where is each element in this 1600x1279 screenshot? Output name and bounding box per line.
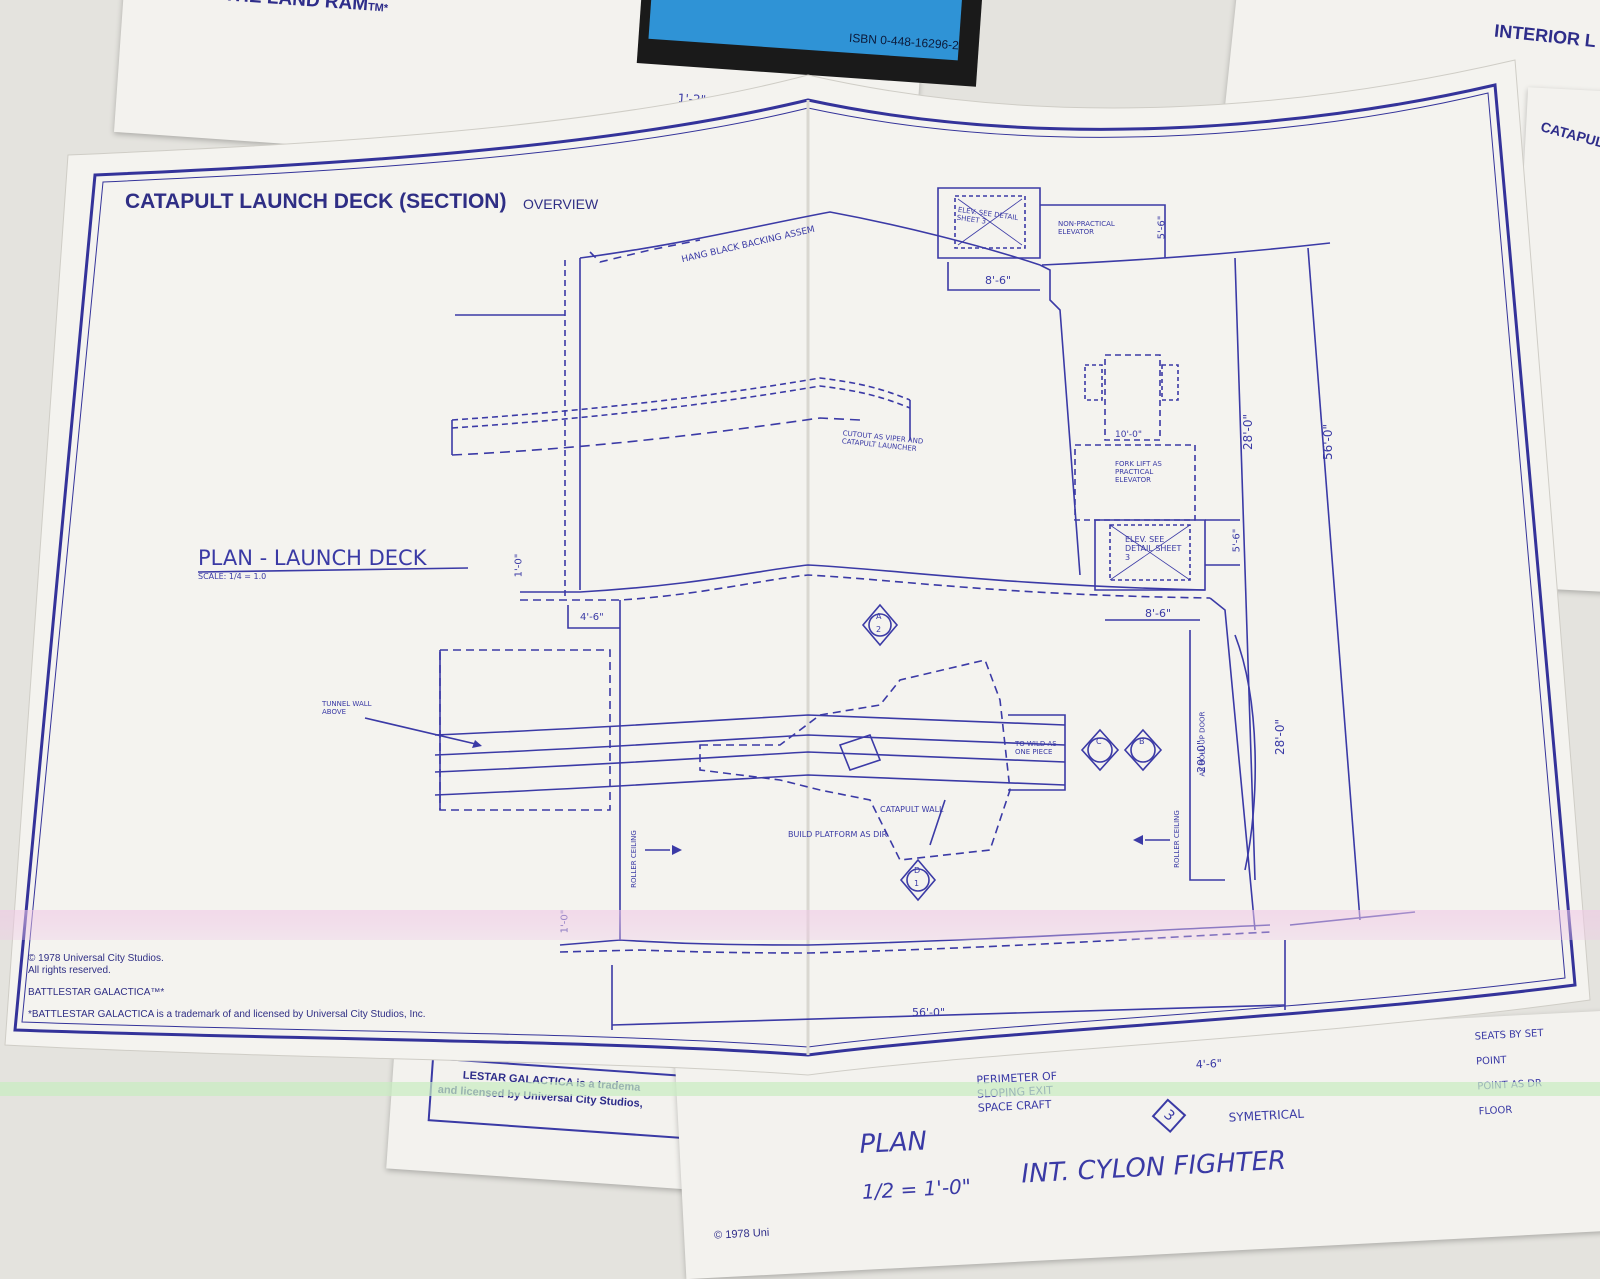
section-marker-a-num: 2 <box>876 625 882 634</box>
main-blueprint-sheet: CATAPULT LAUNCH DECK (SECTION) OVERVIEW … <box>4 59 1591 1076</box>
copyright-line-2: All rights reserved. <box>28 965 111 976</box>
tunnel-wall-note: TUNNEL WALL ABOVE <box>322 700 372 716</box>
plan-title: PLAN - LAUNCH DECK <box>198 546 427 570</box>
cylon-copyright: © 1978 Uni <box>713 1226 770 1242</box>
fork-lift-note: FORK LIFT AS PRACTICAL ELEVATOR <box>1115 460 1162 484</box>
trademark-line: *BATTLESTAR GALACTICA is a trademark of … <box>28 1009 426 1020</box>
dim-5-6-top: 5'-6" <box>1156 215 1168 240</box>
main-sheet-drawing <box>4 59 1591 1076</box>
section-marker-c: C <box>1096 737 1102 746</box>
dim-1-0-lower: 1'-0" <box>559 909 571 934</box>
build-platform-note: BUILD PLATFORM AS DIR. <box>788 830 890 839</box>
section-marker-b: B <box>1139 737 1145 746</box>
roller-ceiling-left: ROLLER CEILING <box>629 830 638 888</box>
roller-ceiling-right: ROLLER CEILING <box>1172 810 1181 868</box>
dim-8-6-top: 8'-6" <box>985 274 1012 287</box>
dim-28-0-upper: 28'-0" <box>1241 413 1256 451</box>
roll-up-door-note: AS ROLL-UP DOOR <box>1198 711 1207 777</box>
dim-56-0-horizontal: 56'-0" <box>912 1006 946 1019</box>
section-marker-d-num: 1 <box>914 879 920 888</box>
dim-56-0-vertical: 56'-0" <box>1321 423 1336 461</box>
dim-1-0-upper: 1'-0" <box>513 553 525 578</box>
non-practical-note: NON-PRACTICAL ELEVATOR <box>1058 220 1115 236</box>
to-wild-note: TO WILD AS ONE PIECE <box>1015 740 1057 756</box>
catapult-wall-note: CATAPULT WALL <box>880 805 944 814</box>
dim-10-0: 10'-0" <box>1115 430 1143 440</box>
plan-scale: SCALE: 1/4 = 1.0 <box>198 572 267 581</box>
dim-4-6: 4'-6" <box>580 612 604 623</box>
dim-28-0-lower: 28'-0" <box>1273 718 1288 756</box>
section-marker-d: D <box>914 866 921 875</box>
copyright-line-1: © 1978 Universal City Studios. <box>28 953 164 964</box>
sheet-subtitle: OVERVIEW <box>523 196 599 212</box>
dim-5-6-mid: 5'-6" <box>1231 528 1243 553</box>
dim-8-6-mid: 8'-6" <box>1145 607 1172 620</box>
elev-bottom-note: ELEV. SEE DETAIL SHEET 3 <box>1125 535 1182 562</box>
sheet-title: CATAPULT LAUNCH DECK (SECTION) <box>125 190 507 213</box>
section-marker-a: A <box>876 612 882 621</box>
copyright-block: © 1978 Universal City Studios. All right… <box>28 953 426 1021</box>
brand-line: BATTLESTAR GALACTICA™* <box>28 987 165 998</box>
